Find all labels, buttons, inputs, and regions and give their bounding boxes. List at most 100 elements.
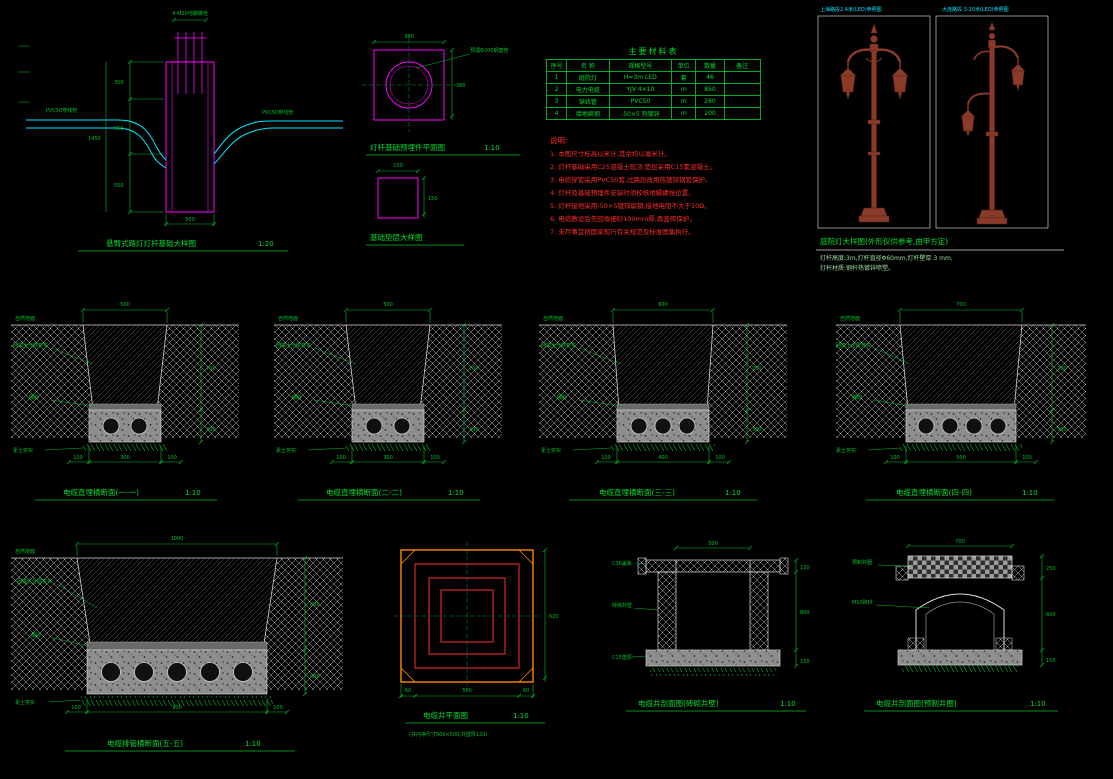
svg-text:150: 150 <box>800 659 810 665</box>
cable-duct <box>233 662 253 682</box>
drawing-caption: 电缆直埋横断面(二-二) <box>326 487 402 497</box>
compaction-symbols <box>650 668 776 676</box>
lamp-spec-line: 灯杆材质:钢杆热镀锌喷塑。 <box>820 264 894 272</box>
trench-section-2: 500 700 300 100 300 100 自然地面 回填土分层夯实 细砂 … <box>274 302 502 501</box>
spring-block-left <box>907 637 925 651</box>
annotations: 自然地面 回填土分层夯实 细砂 素土夯实 <box>15 548 98 706</box>
svg-text:100: 100 <box>273 705 283 711</box>
col-header: 单位 <box>671 59 697 72</box>
earth-hatch <box>11 324 239 438</box>
plan-square: 380 380 预埋Φ200钢套管 <box>362 34 508 132</box>
cable-duct <box>941 417 959 435</box>
trench-section-5: 1000 800 400 100 900 100 自然地面 回填土分层夯实 细砂… <box>11 536 343 752</box>
earth-hatch <box>11 557 343 690</box>
dimensions: 60 500 60 620 <box>398 547 559 699</box>
lamp-spec-line: 灯杆高度:3m,灯杆直径Φ60mm,灯杆壁厚 3 mm, <box>820 254 953 262</box>
annotations: 自然地面 回填土分层夯实 细砂 素土夯实 <box>541 315 622 454</box>
svg-text:100: 100 <box>430 455 440 461</box>
drawing-scale: 1:20 <box>258 240 274 248</box>
bolt-note-label: 4-M20地脚螺栓 <box>172 10 208 17</box>
precast-ring-slab <box>907 555 1013 579</box>
drawing-scale: 1:10 <box>484 144 500 152</box>
brick-cover <box>905 403 1017 411</box>
drawing-caption: 电缆井剖面图(砖砌井壁) <box>638 698 719 708</box>
compaction-symbols <box>346 444 430 453</box>
dimensions: 700 700 300 100 500 100 <box>883 302 1067 465</box>
cable-well-section-2: 700 250 600 150 预制井圈 M10砖拱 电缆井剖面图(预制井圈) … <box>852 539 1058 712</box>
backfill-hatch <box>346 325 430 410</box>
svg-text:自然地面: 自然地面 <box>15 315 35 322</box>
notes-title: 说明: <box>550 136 568 145</box>
trench-section-3: 600 700 300 100 400 100 自然地面 回填土分层夯实 细砂 … <box>539 302 787 501</box>
svg-text:100: 100 <box>167 455 177 461</box>
drawing-caption: 电缆井平面图 <box>423 710 468 720</box>
backfill-hatch <box>900 325 1022 410</box>
drawing-scale: 1:10 <box>245 740 261 748</box>
lamp-right-frame <box>935 15 1049 229</box>
svg-text:细砂: 细砂 <box>31 632 41 639</box>
svg-text:120: 120 <box>800 565 810 571</box>
cable-duct <box>654 417 672 435</box>
spring-block-right <box>995 637 1013 651</box>
dim-label: 150 <box>428 196 438 202</box>
arch-opening <box>915 593 1005 650</box>
svg-text:100: 100 <box>1022 455 1032 461</box>
cable-duct <box>630 417 648 435</box>
cover-slab <box>637 557 789 575</box>
svg-text:回填土分层夯实: 回填土分层夯实 <box>13 342 48 349</box>
foundation-plan-drawing: 380 380 预埋Φ200钢套管 灯杆基础预埋件平面图 1:10 150 15… <box>362 34 520 246</box>
pad-square: 150 150 <box>375 163 438 219</box>
drawing-caption: 灯杆基础预埋件平面图 <box>370 142 445 152</box>
col-header: 备注 <box>723 59 762 72</box>
svg-text:700: 700 <box>956 302 966 308</box>
svg-text:回填土分层夯实: 回填土分层夯实 <box>17 578 52 585</box>
svg-text:砖砌井壁: 砖砌井壁 <box>612 602 632 609</box>
brick-cover <box>86 641 268 651</box>
lamp-left-frame <box>817 15 931 229</box>
materials-table-title: 主要材料表 <box>628 47 679 56</box>
svg-text:400: 400 <box>658 455 668 461</box>
note-line: 2. 灯杆基础采用C25混凝土现浇,垫层采用C15素混凝土。 <box>550 163 716 171</box>
col-header: 数量 <box>695 59 725 72</box>
drawing-scale: 1:10 <box>1022 489 1038 497</box>
col-header: 名 称 <box>566 59 610 72</box>
bolt-dimension: 4-M20地脚螺栓 <box>171 10 209 23</box>
dim-label: 1450 <box>88 136 101 142</box>
lamp-panel-caption: 庭院灯大样图(外形仅供参考,由甲方定) <box>820 236 948 246</box>
dim-label: 380 <box>456 83 466 89</box>
svg-text:1000: 1000 <box>171 536 184 542</box>
duct-bank <box>351 409 425 443</box>
drawing-caption: 电缆排管横断面(五-五) <box>107 738 183 748</box>
lamp-right-label: 大连路段 3-20米(LED)参照图 <box>942 6 1009 13</box>
dim-label: 150 <box>393 163 403 169</box>
svg-text:500: 500 <box>462 688 472 694</box>
well-plan-outline <box>393 542 541 690</box>
svg-text:细砂: 细砂 <box>852 394 862 401</box>
dim-label: 550 <box>114 126 124 132</box>
svg-text:细砂: 细砂 <box>557 394 567 401</box>
svg-text:250: 250 <box>1046 566 1056 572</box>
earth-hatch <box>274 324 502 438</box>
cable-duct <box>917 417 935 435</box>
pipe-left-label: PVC50穿线管 <box>46 107 77 114</box>
lamp-left-label: 上海路段2.4米(LED)参照图 <box>820 6 882 13</box>
svg-text:300: 300 <box>383 455 393 461</box>
dimensions: 500 700 300 100 300 100 <box>66 302 216 465</box>
svg-text:细砂: 细砂 <box>29 394 39 401</box>
svg-text:400: 400 <box>310 674 320 680</box>
backfill-hatch <box>83 325 167 410</box>
lamp-left-illustration <box>839 23 909 223</box>
dimensions: 500 700 300 100 300 100 <box>329 302 479 465</box>
plan-note: (井内净尺寸500×500,井壁厚120) <box>409 731 487 738</box>
svg-text:800: 800 <box>310 602 320 608</box>
svg-text:自然地面: 自然地面 <box>840 315 860 322</box>
compaction-symbols <box>900 444 1022 453</box>
lamp-right-illustration <box>960 21 1026 225</box>
svg-text:自然地面: 自然地面 <box>543 315 563 322</box>
svg-text:600: 600 <box>1046 612 1056 618</box>
bottom-slab <box>645 649 781 667</box>
